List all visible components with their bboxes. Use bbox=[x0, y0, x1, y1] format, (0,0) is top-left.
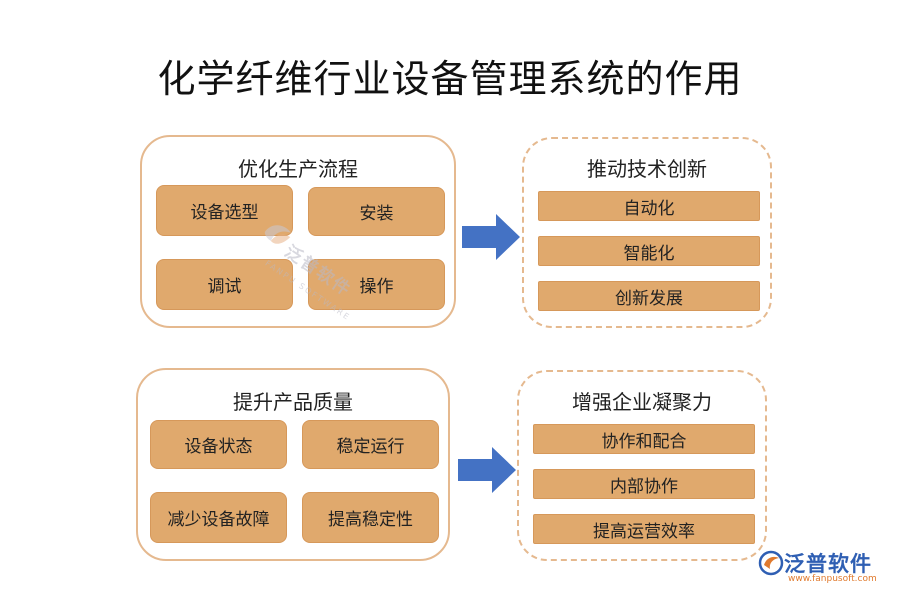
panel-title-optimize: 优化生产流程 bbox=[238, 157, 358, 181]
item-reduce-failures: 减少设备故障 bbox=[150, 492, 287, 543]
item-intelligence: 智能化 bbox=[538, 236, 760, 266]
item-stable-operation: 稳定运行 bbox=[302, 420, 439, 469]
panel-promote-innovation: 推动技术创新 自动化 智能化 创新发展 bbox=[522, 137, 772, 328]
item-improve-efficiency: 提高运营效率 bbox=[533, 514, 755, 544]
panel-optimize-production: 优化生产流程 设备选型 安装 调试 操作 bbox=[140, 135, 456, 328]
panel-title-innovate: 推动技术创新 bbox=[587, 157, 707, 181]
item-internal-cooperation: 内部协作 bbox=[533, 469, 755, 499]
page-title: 化学纤维行业设备管理系统的作用 bbox=[157, 57, 743, 101]
item-operation: 操作 bbox=[308, 259, 445, 310]
fanpu-logo-icon bbox=[758, 550, 784, 576]
item-debugging: 调试 bbox=[156, 259, 293, 310]
watermark-logo-icon bbox=[264, 225, 291, 244]
watermark-name: 泛普软件 bbox=[280, 241, 355, 301]
logo-name: 泛普软件 bbox=[784, 552, 872, 576]
item-innovative-development: 创新发展 bbox=[538, 281, 760, 311]
logo-url: www.fanpusoft.com bbox=[788, 574, 877, 584]
item-automation: 自动化 bbox=[538, 191, 760, 221]
panel-title-cohesion: 增强企业凝聚力 bbox=[572, 390, 712, 414]
panel-title-quality: 提升产品质量 bbox=[233, 390, 353, 414]
arrow-right-icon bbox=[462, 214, 520, 260]
arrow-right-icon bbox=[458, 447, 516, 493]
item-improve-stability: 提高稳定性 bbox=[302, 492, 439, 543]
item-installation: 安装 bbox=[308, 187, 445, 236]
fanpu-logo: 泛普软件 www.fanpusoft.com bbox=[758, 546, 888, 586]
panel-improve-quality: 提升产品质量 设备状态 稳定运行 减少设备故障 提高稳定性 bbox=[136, 368, 450, 561]
item-equipment-status: 设备状态 bbox=[150, 420, 287, 469]
panel-enhance-cohesion: 增强企业凝聚力 协作和配合 内部协作 提高运营效率 bbox=[517, 370, 767, 561]
watermark: 泛普软件 FANPU SOFTWARE bbox=[221, 198, 399, 367]
item-collaboration: 协作和配合 bbox=[533, 424, 755, 454]
